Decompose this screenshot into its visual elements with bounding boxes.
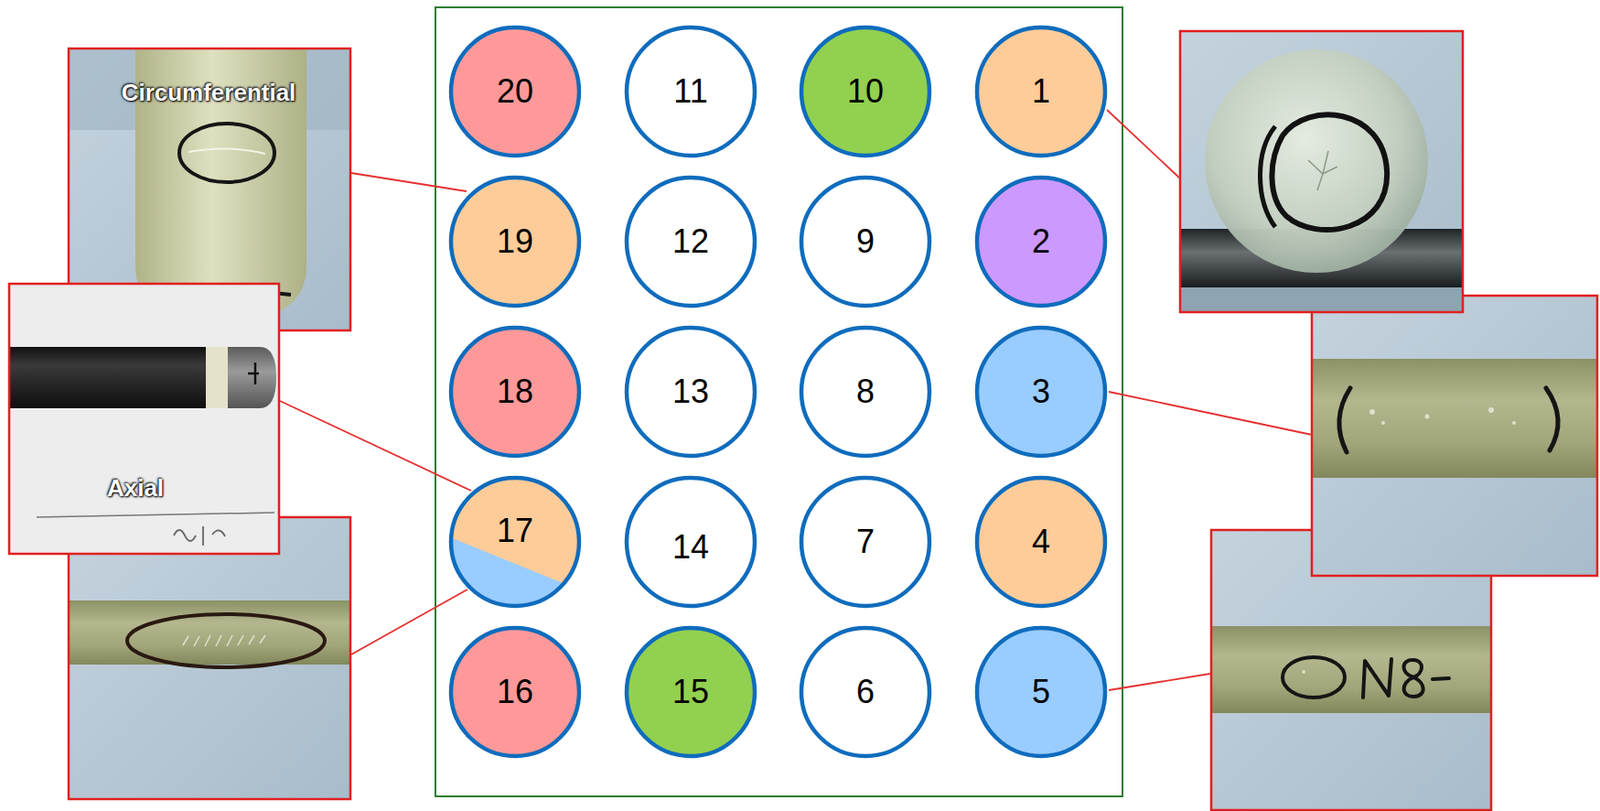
specimen-circle: 5 [973,623,1109,760]
specimen-circle: 3 [973,323,1109,460]
grid-frame [435,7,1123,796]
leader-lines [279,109,1312,690]
photo-specimen-3 [1310,294,1599,577]
specimen-circle: 7 [797,473,934,610]
specimen-number: 7 [856,523,875,560]
specimen-circle: 10 [797,23,934,160]
specimen-circle: 8 [797,323,934,460]
photo-specimen-17-lower [67,515,352,800]
specimen-number: 18 [496,373,534,410]
specimen-circle: 14 [622,473,759,610]
specimen-circle: 18 [447,323,583,460]
specimen-circle: 11 [622,23,759,160]
specimen-number: 5 [1031,673,1051,710]
specimen-number: 16 [496,673,534,710]
specimen-circle: 15 [622,623,759,760]
specimen-number: 17 [496,512,534,549]
specimen-circle: 17 [447,473,583,610]
specimen-circle: 1 [973,23,1109,160]
specimen-circle: 12 [622,173,759,310]
specimen-number: 1 [1031,73,1051,110]
specimen-number: 19 [496,223,534,260]
photo-specimen-1 [1179,30,1464,313]
photo-label: Axial [107,474,164,502]
specimen-number: 8 [856,373,875,410]
photo-specimen-17-axial [8,282,280,555]
specimen-circle: 19 [447,173,583,310]
specimen-circle: 16 [447,623,583,760]
specimen-number: 14 [672,528,709,566]
specimen-number: 15 [672,673,709,710]
specimen-number: 9 [856,223,875,260]
specimen-number: 4 [1031,523,1051,560]
specimen-circle: 6 [797,623,934,760]
specimen-number: 3 [1031,373,1051,410]
specimen-number: 10 [847,73,884,110]
specimen-number: 20 [496,73,534,110]
specimen-number: 2 [1031,223,1051,260]
specimen-number: 12 [672,223,709,260]
specimen-circle: 13 [622,323,759,460]
specimen-circle: 2 [973,173,1109,310]
photo-label: Circumferential [121,79,297,107]
specimen-number: 6 [856,673,875,710]
specimen-circle: 4 [973,473,1109,610]
specimen-circle: 9 [797,173,934,310]
specimen-number: 11 [673,73,708,110]
specimen-number: 13 [672,373,709,410]
specimen-circle: 20 [447,23,583,160]
